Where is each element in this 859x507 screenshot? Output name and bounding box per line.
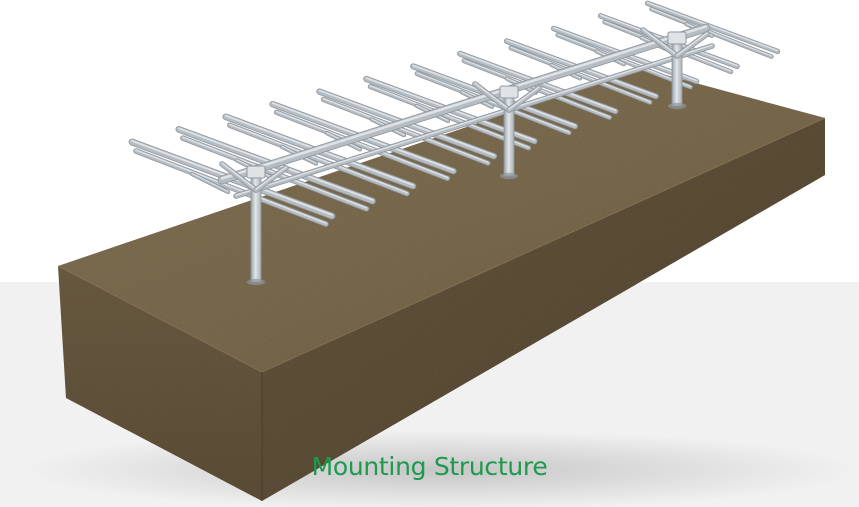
lower-rail [233, 43, 715, 199]
post-brace [506, 85, 542, 113]
cross-arm-lower [508, 45, 653, 105]
beam-clamp [499, 85, 519, 99]
main-beam [217, 23, 711, 185]
post-brace [253, 165, 289, 193]
image-caption: Mounting Structure [311, 452, 548, 481]
cross-arm-lower [649, 6, 774, 59]
cross-arm-lower [227, 122, 410, 197]
ground-block-side [262, 118, 825, 501]
cross-arm-lower [133, 148, 329, 227]
ground-block [57, 68, 826, 501]
post-brace [674, 31, 710, 59]
support-post [219, 161, 289, 286]
beam-clamp [667, 31, 687, 45]
mounting-frame [128, 0, 781, 286]
support-post [640, 27, 710, 110]
cross-arm-lower [414, 71, 572, 136]
cross-arm [644, 0, 781, 55]
cross-arm-lower [320, 96, 491, 166]
post-brace [219, 161, 259, 193]
cross-arm-lower [555, 32, 693, 90]
support-post [472, 81, 542, 180]
beam-clamp [246, 165, 266, 179]
post-brace [472, 81, 512, 113]
cross-arm-lower [273, 109, 451, 181]
post-brace [640, 27, 680, 59]
arm-strut [189, 171, 231, 195]
ground-block-front [58, 266, 262, 501]
cross-arm-lower [367, 83, 532, 151]
ground-block-top [58, 68, 825, 372]
